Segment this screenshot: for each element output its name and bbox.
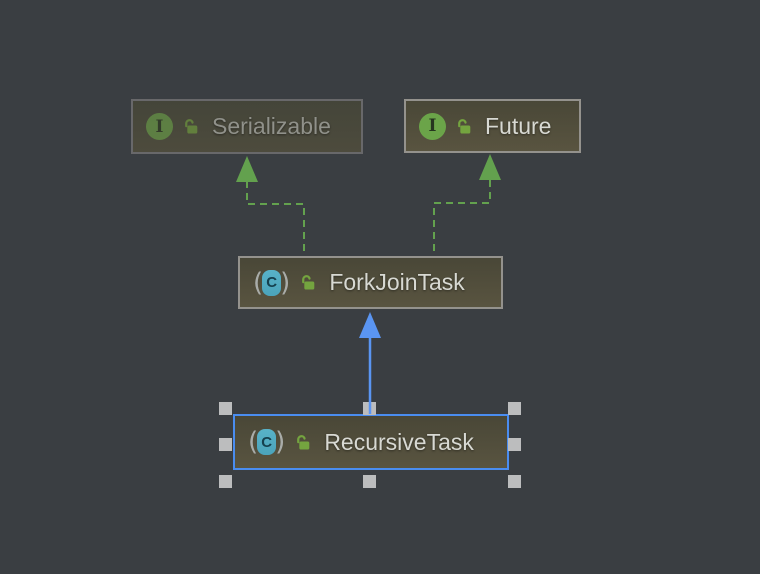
abstract-class-icon: C bbox=[248, 429, 285, 455]
class-name-label: RecursiveTask bbox=[324, 428, 474, 455]
implements-edge-forkjointask-future[interactable] bbox=[433, 154, 501, 256]
node-icons: C bbox=[253, 269, 316, 296]
implements-arrowhead bbox=[479, 154, 501, 180]
interface-icon-letter: I bbox=[155, 116, 164, 137]
class-name-label: Serializable bbox=[212, 113, 331, 139]
unlocked-padlock-icon bbox=[185, 119, 198, 134]
node-icons: C bbox=[248, 429, 311, 455]
selection-handle-middle-right[interactable] bbox=[508, 438, 521, 451]
class-node-serializable[interactable]: I Serializable bbox=[131, 99, 363, 154]
unlocked-padlock-icon bbox=[297, 434, 310, 450]
unlocked-padlock-icon bbox=[302, 275, 315, 290]
selection-handle-bottom-right[interactable] bbox=[508, 475, 521, 488]
extends-edge-recursivetask-forkjointask[interactable] bbox=[359, 312, 381, 414]
interface-icon: I bbox=[419, 112, 446, 140]
class-node-forkjointask[interactable]: C ForkJoinTask bbox=[238, 256, 503, 309]
abstract-class-icon: C bbox=[253, 269, 290, 296]
class-name-label: Future bbox=[485, 112, 552, 139]
selection-handle-bottom-center[interactable] bbox=[363, 475, 376, 488]
class-node-recursivetask[interactable]: C RecursiveTask bbox=[233, 414, 509, 470]
class-name-label: ForkJoinTask bbox=[329, 269, 465, 295]
interface-icon-letter: I bbox=[428, 116, 437, 136]
selection-handle-top-right[interactable] bbox=[508, 402, 521, 415]
selection-handle-middle-left[interactable] bbox=[219, 438, 232, 451]
selection-handle-top-left[interactable] bbox=[219, 402, 232, 415]
abstract-class-icon-letter: C bbox=[262, 269, 282, 296]
abstract-class-icon-letter: C bbox=[257, 429, 277, 455]
implements-edge-forkjointask-serializable[interactable] bbox=[236, 156, 305, 256]
unlocked-padlock-icon bbox=[458, 118, 471, 134]
interface-icon: I bbox=[146, 113, 173, 140]
selection-handle-bottom-left[interactable] bbox=[219, 475, 232, 488]
node-icons: I bbox=[419, 112, 472, 140]
class-node-future[interactable]: I Future bbox=[404, 99, 581, 153]
implements-arrowhead bbox=[236, 156, 258, 182]
extends-arrowhead bbox=[359, 312, 381, 338]
node-icons: I bbox=[146, 113, 199, 140]
